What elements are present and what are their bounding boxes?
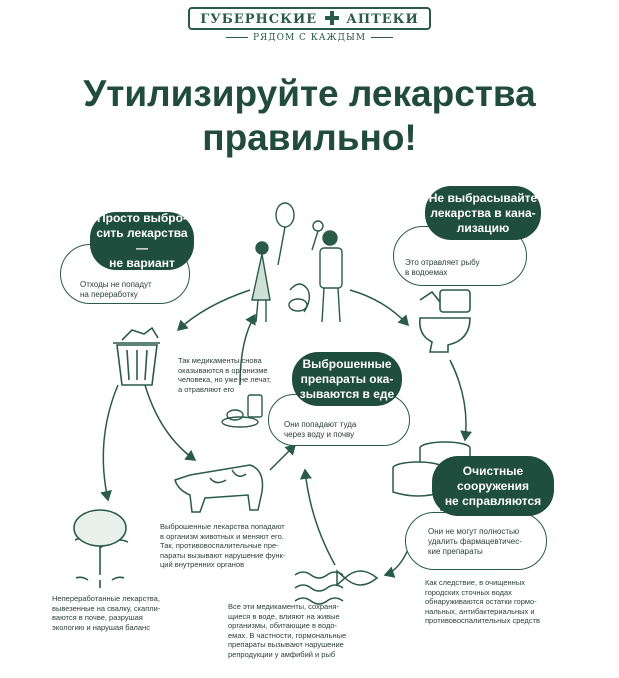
caption-line: щиеся в воде, влияют на живые: [228, 611, 340, 621]
caption-line: Непереработанные лекарства,: [52, 594, 160, 603]
water-label: Выброшенные препараты ока- зываются в ед…: [292, 352, 402, 406]
caption-soil: Непереработанные лекарства, вывезенные н…: [52, 594, 187, 632]
arrow-cow-to-water: [269, 443, 297, 471]
caption-line: ций внутренних органов: [160, 560, 245, 569]
caption-line: Все эти медикаменты, сохраня-: [228, 602, 339, 611]
page-title: Утилизируйте лекарства правильно!: [0, 72, 619, 160]
water-line-2: препараты ока-: [300, 371, 394, 386]
sewer-note-2: в водоемах: [405, 268, 448, 277]
logo-right-text: АПТЕКИ: [346, 12, 419, 27]
throw-away-note-1: Отходы не попадут: [80, 280, 152, 289]
title-line-2: правильно!: [202, 117, 417, 158]
title-line-1: Утилизируйте лекарства: [83, 73, 536, 114]
caption-line: человека, но уже не лечат,: [178, 375, 272, 384]
treatment-line-2: сооружения: [457, 478, 529, 493]
caption-consequence: Как следствие, в очищенных городских сто…: [425, 578, 575, 626]
caption-line: ваются в почве, разрушая: [52, 613, 143, 622]
caption-line: Так медикаменты снова: [178, 356, 262, 365]
food-illustration: [221, 394, 263, 428]
caption-line: Так, противовоспалительные пре-: [160, 541, 279, 550]
toilet-illustration: [418, 289, 471, 353]
throw-away-note-2: на переработку: [80, 290, 138, 299]
arrow-food-to-family: [239, 313, 256, 386]
treatment-note-3: кие препараты: [428, 547, 483, 556]
throw-away-note: Отходы не попадут на переработку: [80, 280, 152, 300]
treatment-label: Очистные сооружения не справляются: [432, 456, 554, 516]
caption-line: параты вызывают нарушение функ-: [160, 550, 286, 560]
caption-organisms: Все эти медикаменты, сохраня- щиеся в во…: [228, 602, 373, 659]
arrow-fish-to-water: [299, 468, 336, 566]
caption-line: емах. В частности, гормональные: [228, 630, 347, 640]
caption-line: Как следствие, в очищенных: [425, 578, 525, 587]
arrow-trash-to-cow: [144, 384, 197, 461]
treatment-note: Они не могут полностью удалить фармацевт…: [428, 527, 522, 557]
sewer-note: Это отравляет рыбу в водоемах: [405, 258, 480, 278]
arrow-trash-to-tree: [100, 384, 119, 502]
throw-away-line-3: не вариант: [109, 256, 175, 270]
arrow-family-to-trash: [176, 289, 251, 332]
caption-line: городских сточных водах: [425, 587, 512, 597]
brand-logo[interactable]: ГУБЕРНСКИЕ АПТЕКИ РЯДОМ С КАЖДЫМ: [0, 7, 619, 43]
treatment-note-2: удалить фармацевтичес-: [428, 537, 522, 546]
arrow-family-to-toilet: [349, 289, 410, 327]
cow-illustration: [174, 464, 264, 513]
family-illustration: [251, 202, 343, 323]
tree-illustration: [73, 509, 129, 588]
caption-line: вывезенные на свалку, скапли-: [52, 603, 161, 613]
caption-line: в организм животных и меняют его.: [160, 531, 284, 541]
sewer-label: Не выбрасывайте лекарства в кана- лизаци…: [425, 186, 541, 240]
throw-away-label: Просто выбро- сить лекарства — не вариан…: [90, 211, 194, 270]
caption-animals: Выброшенные лекарства попадают в организ…: [160, 522, 310, 570]
caption-line: препараты вызывают нарушение: [228, 640, 344, 649]
throw-away-line-1: Просто выбро-: [97, 211, 187, 225]
tagline-text: РЯДОМ С КАЖДЫМ: [252, 33, 367, 43]
caption-line: экологию и нарушая баланс: [52, 622, 150, 632]
caption-line: репродукции у амфибий и рыб: [228, 649, 336, 659]
pharmacy-cross-icon: [324, 11, 339, 25]
fish-and-waves-illustration: [294, 569, 379, 605]
treatment-note-1: Они не могут полностью: [428, 527, 520, 536]
logo-tagline: РЯДОМ С КАЖДЫМ: [0, 33, 619, 43]
caption-line: организмы, обитающие в водо-: [228, 621, 338, 630]
sewer-line-2: лекарства в кана-: [430, 205, 536, 220]
caption-line: а отравляют его: [178, 384, 235, 394]
water-note-1: Они попадают туда: [284, 420, 357, 429]
sewer-line-1: Не выбрасывайте: [428, 190, 538, 205]
caption-line: противовоспалительных средств: [425, 616, 540, 625]
water-note-2: через воду и почву: [284, 430, 355, 439]
caption-line: нальных, антибактериальных и: [425, 606, 535, 616]
throw-away-line-2: сить лекарства —: [96, 226, 188, 255]
treatment-line-1: Очистные: [462, 463, 524, 478]
arrow-toilet-to-treatment: [449, 359, 473, 442]
caption-line: обнаруживаются остатки гормо-: [425, 597, 537, 606]
treatment-line-3: не справляются: [444, 493, 542, 508]
water-note: Они попадают туда через воду и почву: [284, 420, 356, 440]
sewer-note-1: Это отравляет рыбу: [405, 258, 480, 267]
logo-left-text: ГУБЕРНСКИЕ: [200, 12, 318, 27]
water-line-3: зываются в еде: [299, 386, 395, 401]
caption-line: оказываются в организме: [178, 365, 268, 375]
sewer-line-3: лизацию: [456, 220, 510, 235]
caption-human-poison: Так медикаменты снова оказываются в орга…: [178, 356, 288, 394]
caption-line: Выброшенные лекарства попадают: [160, 522, 285, 531]
water-line-1: Выброшенные: [302, 356, 392, 371]
treatment-note-box: [405, 512, 547, 570]
logo-badge: ГУБЕРНСКИЕ АПТЕКИ: [188, 7, 431, 30]
tagline-divider: [225, 37, 248, 38]
trash-can-illustration: [113, 326, 160, 386]
tagline-divider: [371, 37, 394, 38]
